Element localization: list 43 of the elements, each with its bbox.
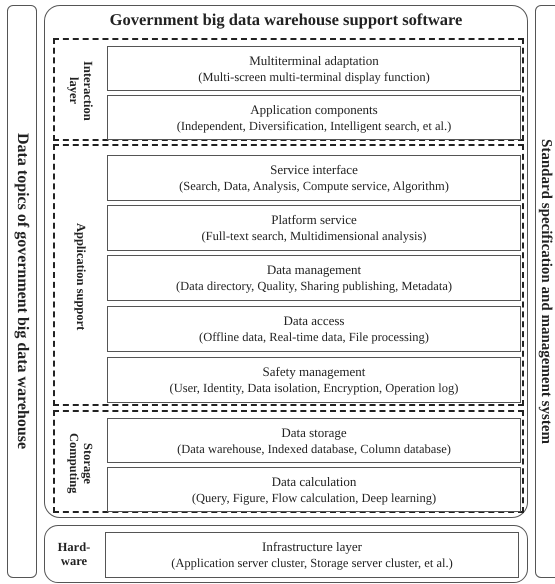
- module-box: [107, 95, 521, 140]
- module-title: Application components: [250, 102, 378, 118]
- module-title: Multiterminal adaptation: [249, 52, 379, 68]
- group-label: Interaction layer: [66, 60, 96, 123]
- side-band: [7, 5, 37, 578]
- module-box: [107, 205, 521, 251]
- module-detail: (Query, Figure, Flow calculation, Deep learning): [192, 490, 436, 506]
- module-detail: (Data directory, Quality, Sharing publishing, Metadata): [176, 278, 452, 294]
- module-box: [105, 532, 519, 578]
- module-detail: (User, Identity, Data isolation, Encryption, Operation log): [170, 380, 458, 396]
- module-title: Data calculation: [272, 474, 356, 490]
- panel-title: Government big data warehouse support software: [108, 10, 464, 30]
- side-title: Standard specification and management system: [537, 138, 554, 444]
- module-box: [107, 467, 521, 512]
- module-detail: (Search, Data, Analysis, Compute service, Algorithm): [179, 178, 449, 194]
- module-title: Platform service: [271, 212, 357, 228]
- module-title: Data storage: [281, 424, 347, 440]
- module-title: Service interface: [270, 162, 358, 178]
- module-detail: (Multi-screen multi-terminal display function): [198, 68, 430, 84]
- side-title: Data topics of government big data warehouse: [13, 133, 31, 450]
- module-box: [107, 418, 521, 463]
- module-detail: (Data warehouse, Indexed database, Column database): [177, 440, 451, 456]
- module-detail: (Offline data, Real-time data, File processing): [199, 329, 429, 345]
- module-detail: (Full-text search, Multidimensional analysis): [202, 228, 426, 244]
- module-title: Safety management: [262, 364, 366, 380]
- module-detail: (Independent, Diversification, Intelligent search, et al.): [176, 118, 452, 134]
- module-title: Data access: [284, 313, 344, 329]
- dashed-group: [53, 144, 524, 406]
- module-box: [107, 255, 521, 301]
- module-box: [107, 306, 521, 352]
- layer-panel: [44, 525, 528, 583]
- module-box: [107, 46, 521, 91]
- layer-panel: [44, 5, 528, 518]
- group-label: Hard- ware: [56, 539, 92, 570]
- dashed-group: [53, 410, 524, 513]
- module-box: [107, 155, 521, 201]
- module-title: Infrastructure layer: [262, 539, 362, 555]
- group-label: Storage Computing: [66, 432, 96, 496]
- module-detail: (Application server cluster, Storage server cluster, et al.): [171, 555, 453, 571]
- module-box: [107, 357, 521, 403]
- module-title: Data management: [266, 262, 362, 278]
- dashed-group: [53, 38, 524, 141]
- group-label: Application support: [73, 222, 89, 333]
